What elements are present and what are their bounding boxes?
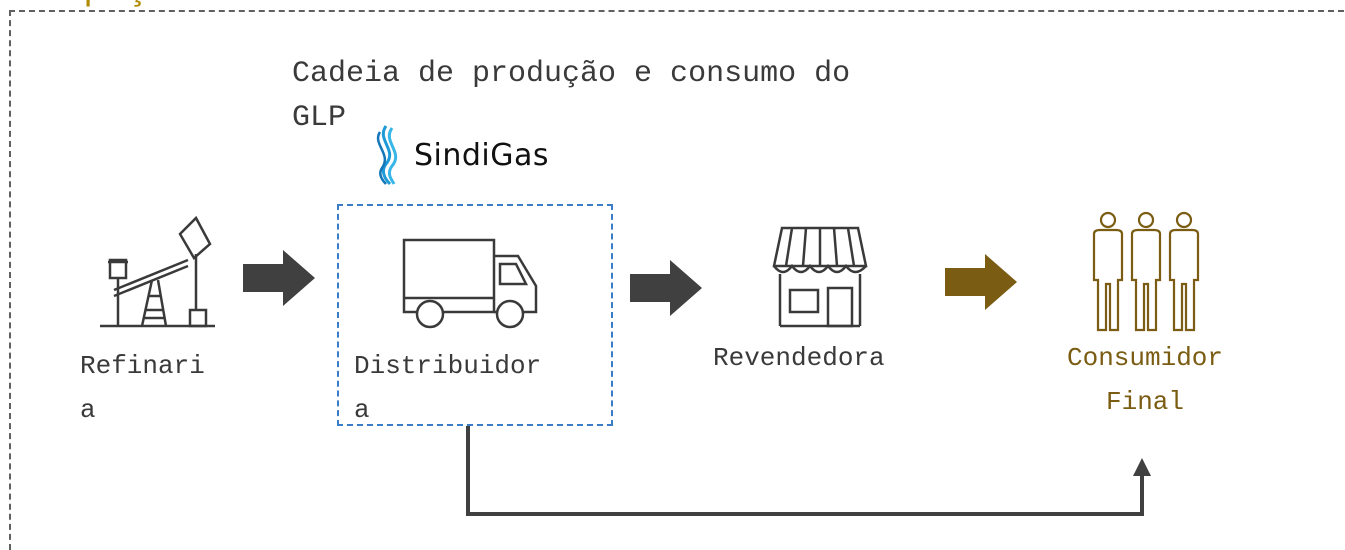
outer-frame <box>9 10 1345 550</box>
oil-pump-icon <box>100 215 215 328</box>
distribuidora-highlight-box <box>337 204 613 426</box>
people-icon <box>1092 211 1200 332</box>
sindigas-logo: SindiGas <box>372 124 549 186</box>
brand-name: SindiGas <box>414 137 550 173</box>
node-label-revendedora: Revendedora <box>713 343 885 373</box>
node-label-consumidor-final: Consumidor Final <box>1066 343 1224 417</box>
bypass-connector-arrow <box>466 426 1151 516</box>
flow-arrow-2 <box>630 260 702 316</box>
node-label-distribuidora: Distribuidor a <box>354 351 542 425</box>
node-label-refinaria: Refinari a <box>80 351 205 425</box>
truck-icon <box>402 238 538 329</box>
store-icon <box>772 226 868 328</box>
flow-arrow-3 <box>945 254 1017 310</box>
flow-arrow-1 <box>243 250 315 306</box>
section-title: Espaço dos consumidores <box>40 0 537 10</box>
flame-waves-icon <box>376 125 398 186</box>
diagram-title: Cadeia de produção e consumo do GLP <box>292 57 851 135</box>
